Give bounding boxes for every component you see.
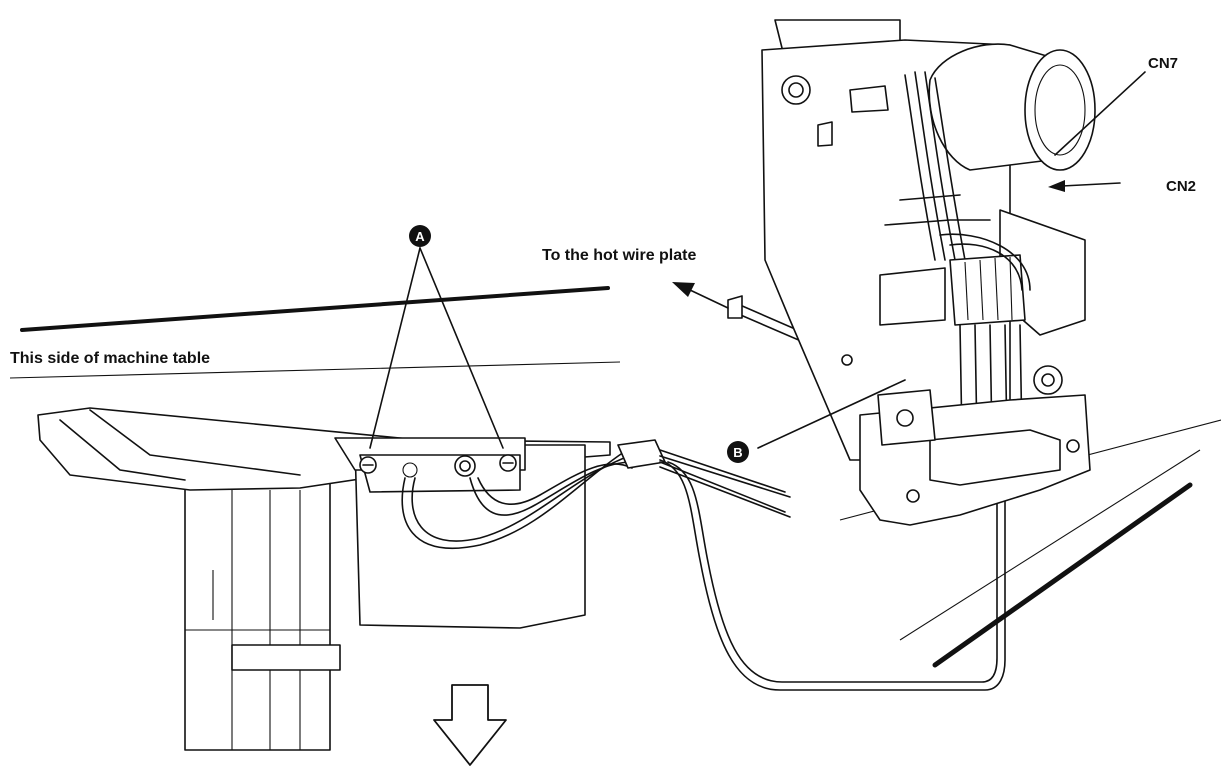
table-stand [184, 469, 341, 751]
callout-b: B [727, 441, 749, 463]
leader-lines [369, 71, 1146, 449]
label-machine-table-side: This side of machine table [10, 350, 210, 367]
control-box [334, 437, 633, 629]
down-arrow-icon [433, 684, 507, 766]
hot-wire-arrow [672, 282, 729, 309]
callout-a: A [409, 225, 431, 247]
label-hot-wire-plate: To the hot wire plate [542, 247, 696, 264]
oil-tray [37, 407, 611, 491]
label-cn2: CN2 [1166, 178, 1196, 195]
label-cn7: CN7 [1148, 55, 1178, 72]
sewing-machine-head [761, 19, 1096, 526]
wire-connector [617, 439, 791, 518]
callout-a-text: A [415, 229, 425, 244]
callout-b-text: B [733, 445, 742, 460]
